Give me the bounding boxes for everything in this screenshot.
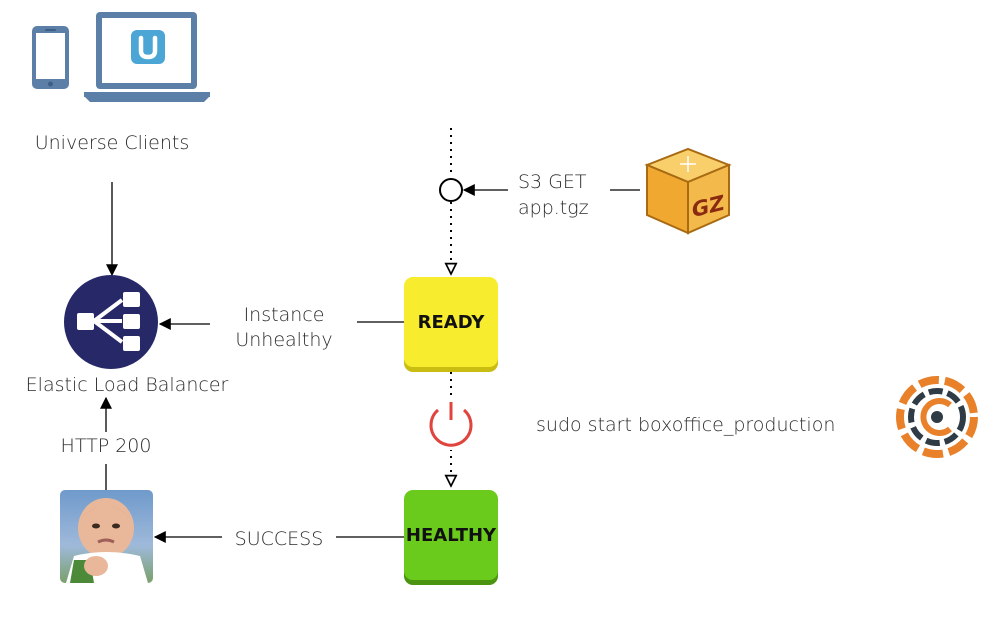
http-label: HTTP 200 (60, 435, 152, 457)
load-balancer-icon (64, 275, 158, 369)
start-command-label: sudo start boxoffice_production (536, 414, 836, 436)
laptop-icon (84, 12, 210, 102)
s3-label-line1: S3 GET (518, 171, 587, 193)
healthy-state: HEALTHY (404, 490, 498, 580)
success-label: SUCCESS (234, 528, 324, 550)
s3-label-line2: app.tgz (518, 197, 589, 219)
success-kid-image (60, 490, 153, 583)
phone-icon (32, 26, 69, 89)
ready-state: READY (404, 277, 498, 367)
universe-badge (131, 30, 165, 64)
chef-logo-icon (896, 376, 978, 458)
clients-label: Universe Clients (34, 132, 190, 154)
initial-state-circle (439, 178, 463, 202)
power-icon (425, 398, 477, 450)
unhealthy-label-line2: Unhealthy (235, 329, 333, 351)
elb-label: Elastic Load Balancer (25, 374, 229, 396)
unhealthy-label-line1: Instance (243, 304, 325, 326)
gz-package-icon: GZ (644, 147, 732, 235)
